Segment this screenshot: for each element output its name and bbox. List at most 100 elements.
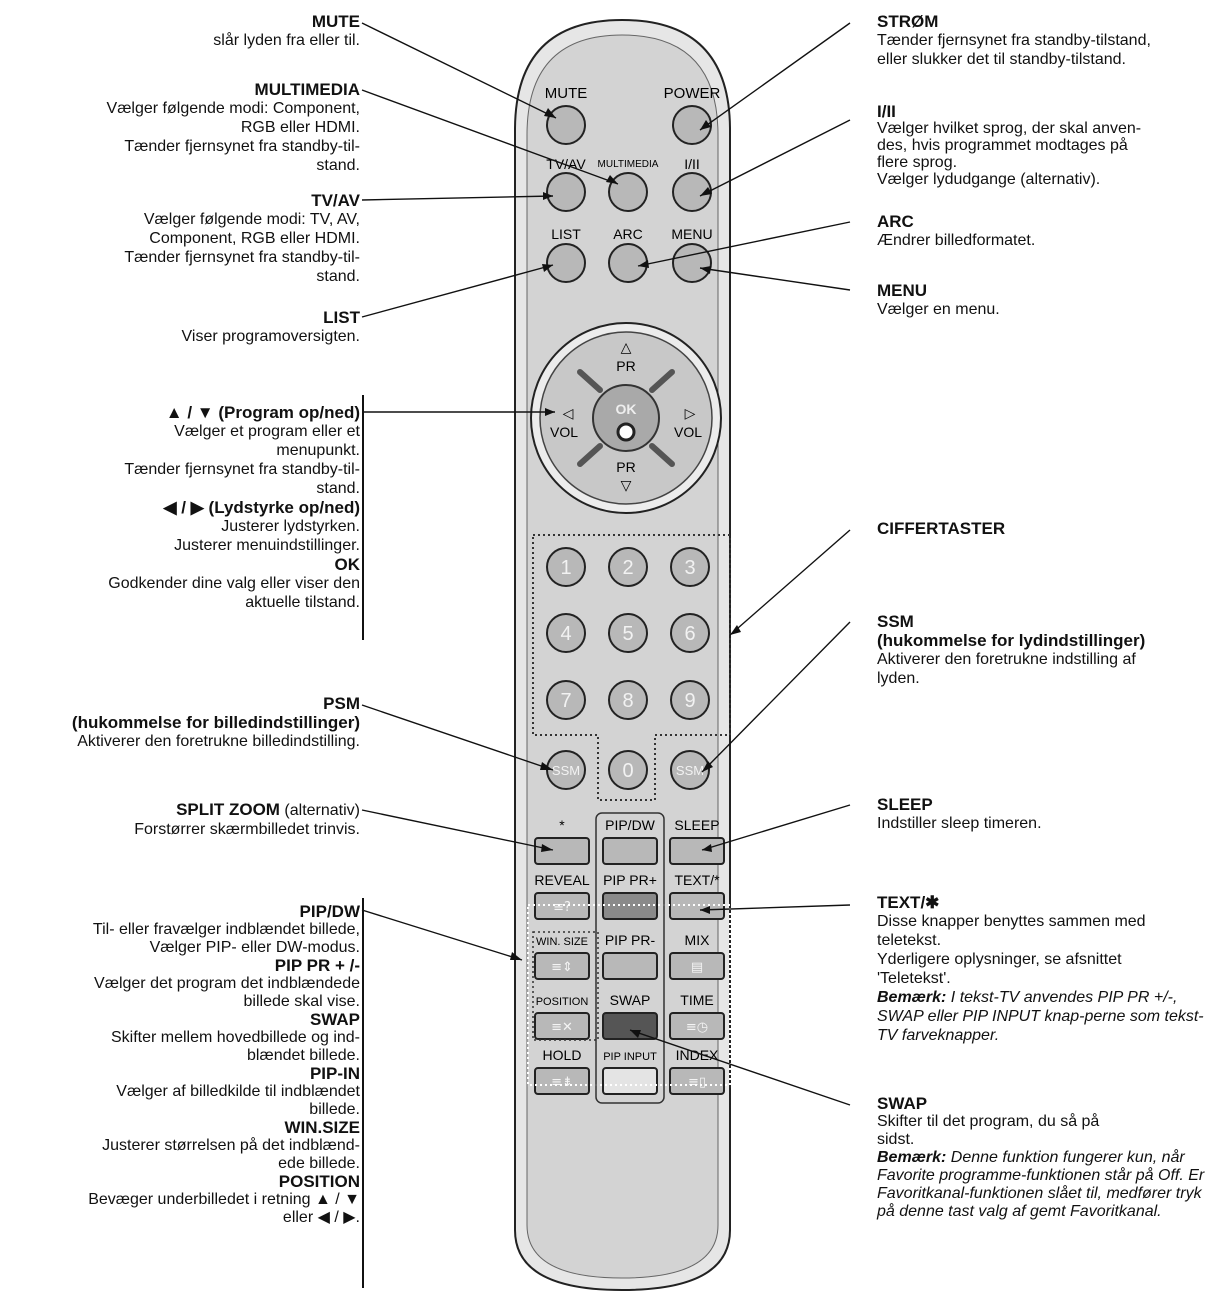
- pipdw-text: PIP/DW: [605, 817, 656, 833]
- label-sleep-head: SLEEP: [877, 795, 933, 814]
- star-text: *: [559, 817, 565, 833]
- label-iii-head: I/II: [877, 102, 896, 121]
- callout-arrowheads: [510, 108, 741, 1038]
- label-volume-head: ◀ / ▶ (Lydstyrke op/ned): [163, 498, 361, 517]
- position-text: POSITION: [536, 996, 589, 1008]
- menu-text: MENU: [671, 226, 712, 242]
- label-swap-note-bold: Bemærk:: [877, 1149, 947, 1166]
- winsize-text: WIN. SIZE: [536, 936, 588, 948]
- menu-button[interactable]: [672, 243, 712, 283]
- ok-button[interactable]: [592, 384, 660, 452]
- label-splitzoom-suffix: (alternativ): [279, 802, 360, 819]
- label-menu-text: Vælger en menu.: [877, 301, 1000, 318]
- label-program: ▲ / ▼ (Program op/ned) Vælger et program…: [20, 403, 360, 612]
- label-psm: PSM (hukommelse for billedindstillinger)…: [20, 694, 360, 751]
- label-volume-text: Justerer lydstyrken. Justerer menuindsti…: [174, 518, 360, 554]
- digit-9-text: 9: [684, 690, 695, 712]
- list-text: LIST: [551, 226, 581, 242]
- mix-icon: ▤: [691, 960, 703, 975]
- digit-9-button[interactable]: [670, 680, 710, 720]
- label-swap: SWAP Skifter til det program, du så på s…: [877, 1095, 1222, 1221]
- pipdw-button[interactable]: [602, 837, 658, 865]
- arc-button[interactable]: [608, 243, 648, 283]
- winsize-button[interactable]: [534, 952, 590, 980]
- digit-1-button[interactable]: [546, 547, 586, 587]
- time-text: TIME: [680, 992, 713, 1008]
- label-mute-head: MUTE: [311, 12, 360, 31]
- label-pippr-head: PIP PR + /-: [274, 956, 360, 975]
- index-button[interactable]: [669, 1067, 725, 1095]
- power-text: POWER: [664, 85, 721, 102]
- multimedia-button[interactable]: [608, 172, 648, 212]
- arc-text: ARC: [613, 226, 643, 242]
- power-button[interactable]: [672, 105, 712, 145]
- winsize-icon: ≡⇕: [551, 960, 573, 975]
- ssm-right-text: SSM: [676, 763, 704, 778]
- label-strom: STRØM Tænder fjernsynet fra standby-tils…: [877, 12, 1217, 69]
- label-pipdw-head: PIP/DW: [299, 902, 360, 921]
- label-psm-sub: (hukommelse for billedindstillinger): [71, 713, 360, 732]
- mute-button[interactable]: [546, 105, 586, 145]
- label-program-head: ▲ / ▼ (Program op/ned): [165, 403, 360, 422]
- position-icon: ≡✕: [551, 1020, 573, 1035]
- sleep-button[interactable]: [669, 837, 725, 865]
- label-splitzoom: SPLIT ZOOM (alternativ) Forstørrer skærm…: [20, 800, 360, 839]
- label-position-text: Bevæger underbilledet i retning ▲ / ▼ el…: [88, 1191, 360, 1226]
- digit-6-button[interactable]: [670, 613, 710, 653]
- digit-7-button[interactable]: [546, 680, 586, 720]
- position-button[interactable]: [534, 1012, 590, 1040]
- hold-button[interactable]: [534, 1067, 590, 1095]
- label-multimedia-head: MULTIMEDIA: [254, 80, 360, 99]
- label-list-text: Viser programoversigten.: [181, 328, 360, 345]
- label-swap-head: SWAP: [877, 1094, 928, 1113]
- label-ciffer-head: CIFFERTASTER: [877, 519, 1006, 538]
- time-button[interactable]: [669, 1012, 725, 1040]
- label-sleep: SLEEP Indstiller sleep timeren.: [877, 795, 1217, 833]
- mix-button[interactable]: [669, 952, 725, 980]
- label-ssm-head: SSM: [877, 612, 914, 631]
- digit-4-button[interactable]: [546, 613, 586, 653]
- label-winsize-head: WIN.SIZE: [284, 1118, 360, 1137]
- swap-text: SWAP: [610, 992, 651, 1008]
- iii-text: I/II: [684, 156, 700, 172]
- digit-7-text: 7: [560, 690, 571, 712]
- label-pip-swap-head: SWAP: [309, 1010, 360, 1029]
- list-button[interactable]: [546, 243, 586, 283]
- pippr-minus-text: PIP PR-: [605, 932, 656, 948]
- label-psm-text: Aktiverer den foretrukne billedindstilli…: [77, 733, 360, 750]
- digit-5-button[interactable]: [608, 613, 648, 653]
- star-button[interactable]: [534, 837, 590, 865]
- label-menu-head: MENU: [877, 281, 928, 300]
- label-ok-head: OK: [334, 555, 361, 574]
- digit-3-button[interactable]: [670, 547, 710, 587]
- label-iii-text: Vælger hvilket sprog, der skal anven- de…: [877, 120, 1142, 188]
- label-text-note-bold: Bemærk:: [877, 989, 947, 1006]
- iii-button[interactable]: [672, 172, 712, 212]
- pr-up-text: PR: [616, 358, 635, 374]
- text-text: TEXT/*: [674, 872, 720, 888]
- label-splitzoom-text: Forstørrer skærmbilledet trinvis.: [134, 821, 360, 838]
- swap-button[interactable]: [602, 1012, 658, 1040]
- pipinput-text: PIP INPUT: [603, 1051, 657, 1063]
- pr-down-arrow-icon: ▽: [621, 478, 632, 494]
- digit-0-button[interactable]: [608, 750, 648, 790]
- digit-8-button[interactable]: [608, 680, 648, 720]
- ok-text: OK: [616, 401, 637, 417]
- label-text-text: Disse knapper benyttes sammen med telete…: [877, 913, 1146, 987]
- label-strom-text: Tænder fjernsynet fra standby-tilstand, …: [877, 32, 1151, 68]
- label-pipdw: PIP/DW Til- eller fravælger indblændet b…: [5, 903, 360, 1227]
- label-swap-text: Skifter til det program, du så på sidst.: [877, 1113, 1100, 1148]
- ssm-right-button[interactable]: [670, 750, 710, 790]
- label-ok-text: Godkender dine valg eller viser den aktu…: [108, 575, 360, 611]
- pippr-minus-button[interactable]: [602, 952, 658, 980]
- hold-icon: ≡⇟: [551, 1075, 573, 1090]
- reveal-icon: ≡?: [553, 900, 571, 915]
- label-pipdw-text: Til- eller fravælger indblændet billede,…: [92, 921, 360, 956]
- label-multimedia: MULTIMEDIA Vælger følgende modi: Compone…: [20, 80, 360, 175]
- digit-2-button[interactable]: [608, 547, 648, 587]
- pipinput-button[interactable]: [602, 1067, 658, 1095]
- tvav-button[interactable]: [546, 172, 586, 212]
